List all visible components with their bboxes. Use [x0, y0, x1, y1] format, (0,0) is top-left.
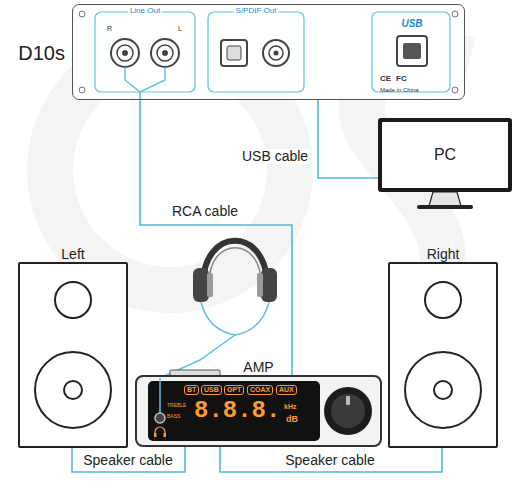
cable-label: Speaker cable [81, 453, 175, 468]
headphones-rect [193, 268, 209, 302]
amplifier-rect [154, 433, 157, 437]
tone-label: TREBLE [167, 403, 186, 409]
d10s-device-circle [452, 87, 458, 93]
usb-logo: USB [401, 18, 422, 29]
node-heading: AMP [243, 359, 273, 375]
speaker-box: Left [18, 262, 128, 448]
unit-label: kHz [284, 403, 296, 411]
input-indicator: USB [201, 385, 222, 395]
pc-screen: PC [378, 118, 512, 192]
amplifier-rect [346, 396, 350, 405]
channel-label: L [178, 25, 182, 33]
d10s-device-rect [95, 12, 195, 92]
d10s-device-path [125, 67, 165, 100]
d10s-device-circle [122, 50, 128, 56]
d10s-device-rect [397, 36, 427, 66]
d10s-device-rect [372, 12, 450, 92]
left-speaker-rect [18, 262, 128, 448]
input-indicator: OPT [224, 385, 244, 395]
left-speaker-circle [35, 352, 111, 428]
pc-monitor-rect [378, 118, 512, 192]
right-speaker-circle [425, 282, 461, 318]
amplifier-rect [164, 433, 167, 437]
left-speaker-circle [64, 381, 82, 399]
right-speaker-rect [388, 262, 498, 448]
left-speaker-circle [55, 282, 91, 318]
pc-monitor [378, 118, 512, 209]
node-heading: Right [427, 246, 460, 262]
right-speaker [388, 262, 498, 448]
headphones-rect [257, 273, 263, 297]
pc-monitor-path [429, 192, 461, 206]
node-label: PC [434, 146, 456, 164]
left-speaker [18, 262, 128, 448]
tone-label: BASS [167, 414, 180, 420]
d10s-device-rect [403, 43, 421, 59]
headphones-path [209, 248, 261, 283]
fcc-mark: FC [396, 75, 407, 84]
d10s-device-rect [227, 46, 241, 60]
input-indicator: COAX [247, 385, 273, 395]
d10s-device-circle [157, 45, 173, 61]
d10s-device-circle [452, 11, 458, 17]
cable-line [140, 100, 292, 375]
d10s-device-circle [263, 40, 289, 66]
d10s-device-rect [208, 12, 304, 92]
d10s-device-circle [117, 45, 133, 61]
cable-label: RCA cable [170, 204, 240, 219]
input-indicator: AUX [276, 385, 297, 395]
amplifier-rect [135, 375, 382, 447]
headphones-rect [207, 273, 213, 297]
port-group-label: S/PDIF Out [234, 7, 279, 16]
d10s-device-circle [111, 39, 139, 67]
amplifier-circle [331, 394, 365, 428]
d10s-device [72, 4, 465, 100]
cable-label: Speaker cable [283, 453, 377, 468]
pc-monitor-rect [417, 205, 473, 209]
amplifier-line [159, 378, 161, 413]
right-speaker-circle [405, 352, 481, 428]
node-heading: D10s [18, 42, 65, 65]
d10s-device-circle [79, 11, 85, 17]
unit-label: dB [286, 415, 298, 425]
cable-line [72, 447, 185, 472]
amplifier-circle [324, 387, 372, 435]
channel-label: R [107, 25, 112, 33]
cable-line [318, 100, 378, 178]
amplifier [135, 370, 382, 447]
ce-mark: CE [380, 75, 391, 84]
amplifier-circle [155, 413, 165, 423]
cable-label: USB cable [240, 149, 310, 164]
d10s-device-circle [269, 46, 283, 60]
right-speaker-circle [434, 381, 452, 399]
d10s-device-circle [274, 51, 279, 56]
amplifier-rect [148, 381, 320, 441]
d10s-device-circle [162, 50, 168, 56]
input-indicator: BT [184, 385, 199, 395]
d10s-device-rect [221, 40, 247, 66]
speaker-box: Right [388, 262, 498, 448]
d10s-device-circle [151, 39, 179, 67]
port-group-label: Line Out [128, 7, 162, 16]
origin-note: Made in China [380, 87, 419, 94]
cable-line [220, 447, 442, 472]
node-heading: Left [61, 246, 84, 262]
d10s-device-circle [79, 87, 85, 93]
segment-display: 8.8.8. [194, 399, 280, 423]
headphones-rect [261, 268, 277, 302]
d10s-device-rect [72, 4, 465, 100]
